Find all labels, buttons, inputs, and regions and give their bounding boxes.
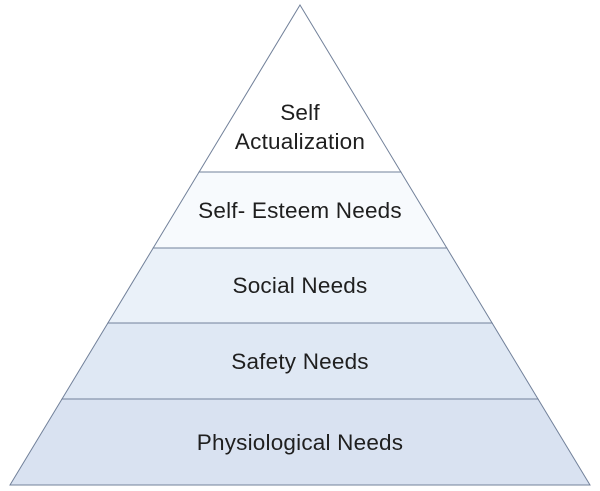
pyramid-level-social-label: Social Needs <box>233 273 368 298</box>
pyramid-level-self-actualization-label-line1: Self <box>280 100 320 125</box>
pyramid-level-self-esteem-label: Self- Esteem Needs <box>198 198 402 223</box>
pyramid-level-physiological-shape <box>9 398 591 486</box>
pyramid-level-physiological-label: Physiological Needs <box>197 430 403 455</box>
pyramid-level-self-actualization-label-line2: Actualization <box>235 129 365 154</box>
pyramid-level-safety-label: Safety Needs <box>231 349 368 374</box>
